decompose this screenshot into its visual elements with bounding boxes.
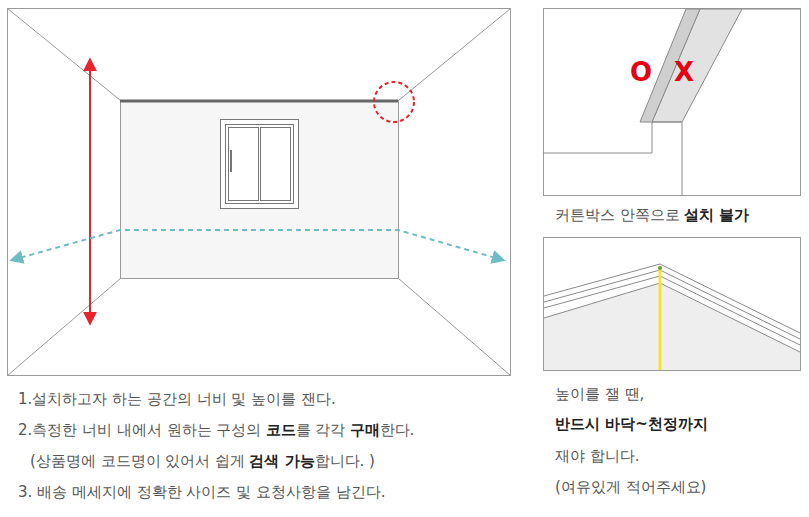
wall-edge [682,122,683,195]
text-line: 재야 합니다. [555,446,640,466]
emphasis-text: 설치 불가 [684,206,749,224]
width-arrow [12,230,503,260]
note-text: 재야 합니다. [555,447,640,465]
allowed-mark: O [630,58,652,86]
emphasis-text: 코드 [266,421,296,439]
text-line: 커튼박스 안쪽으로설치 불가 [555,205,749,225]
marker-tip [658,266,662,270]
height-arrow [89,60,91,323]
note-text: (여유있게 적어주세요) [555,478,706,496]
back-wall [121,101,399,279]
box-bottom [652,122,682,123]
note-text: 합니다. ) [315,452,375,470]
molding-lines [544,264,800,352]
emphasis-text: 검색 가능 [249,452,314,470]
note-text: 커튼박스 안쪽으로 [555,206,680,224]
text-line: 1.설치하고자 하는 공간의 너비 및 높이를 잰다. [18,389,336,409]
text-line: 반드시 바닥~천정까지 [555,414,708,434]
text-line: 높이를 잴 땐, [555,384,644,404]
molding-panel [544,238,801,371]
room-frame [8,9,511,376]
emphasis-text: 반드시 바닥~천정까지 [555,415,708,433]
text-line: (여유있게 적어주세요) [555,477,706,497]
text-line: (상품명에 코드명이 있어서 쉽게검색 가능합니다. ) [30,451,375,471]
note-text: 높이를 잴 땐, [555,385,644,403]
room-edges [8,9,511,376]
height-marker [659,266,662,370]
curtain-rail [120,100,398,103]
window [221,120,299,209]
box-side [652,122,653,153]
note-text: (상품명에 코드명이 있어서 쉽게 [30,452,245,470]
text-line: 3. 배송 메세지에 정확한 사이즈 및 요청사항을 남긴다. [18,482,385,502]
note-text: 2.측정한 너비 내에서 원하는 구성의 [18,421,261,439]
note-text: 3. 배송 메세지에 정확한 사이즈 및 요청사항을 남긴다. [18,483,385,501]
note-text: 한다. [380,421,415,439]
forbidden-mark: X [674,58,694,86]
note-text: 1.설치하고자 하는 공간의 너비 및 높이를 잰다. [18,390,336,408]
detail-circle [374,82,414,122]
emphasis-text: 구매 [350,421,380,439]
curtain-box-panel [544,9,801,196]
ceiling-edge [742,9,800,10]
note-text: 를 각각 [296,421,346,439]
text-line: 2.측정한 너비 내에서 원하는 구성의 코드를 각각구매한다. [18,420,414,440]
wall-top [543,153,652,154]
